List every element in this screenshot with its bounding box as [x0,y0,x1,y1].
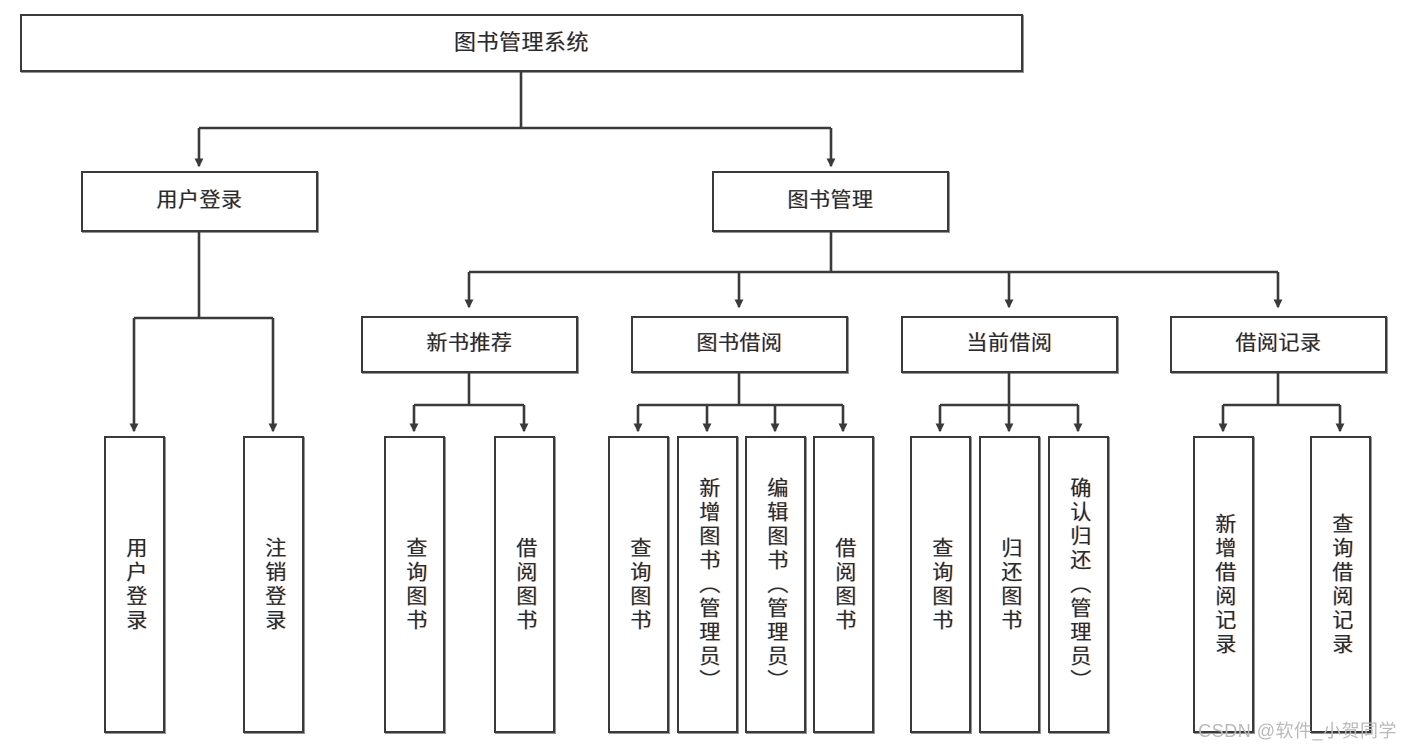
node-leaf-query-book-2[interactable]: 查询图书 [608,436,669,733]
node-leaf-logout-login[interactable]: 注销登录 [243,436,304,733]
node-leaf-add-book-label: 新增图书（管理员） [696,476,720,693]
node-leaf-query-book-3-label: 查询图书 [929,536,953,633]
node-leaf-query-book-2-label: 查询图书 [627,536,651,633]
node-leaf-return-book-label: 归还图书 [998,536,1022,633]
node-leaf-edit-book[interactable]: 编辑图书（管理员） [745,436,806,733]
node-root-label: 图书管理系统 [453,30,589,56]
node-leaf-user-login[interactable]: 用户登录 [104,436,165,733]
node-borrow-record[interactable]: 借阅记录 [1170,316,1387,373]
node-leaf-borrow-book-1[interactable]: 借阅图书 [494,436,555,733]
node-leaf-user-login-label: 用户登录 [123,536,147,633]
node-leaf-borrow-book-2[interactable]: 借阅图书 [813,436,874,733]
node-leaf-add-record-label: 新增借阅记录 [1212,512,1236,657]
node-leaf-logout-login-label: 注销登录 [262,536,286,633]
node-current-borrow[interactable]: 当前借阅 [901,316,1118,373]
node-leaf-edit-book-label: 编辑图书（管理员） [764,476,788,693]
node-leaf-query-book-1[interactable]: 查询图书 [384,436,445,733]
watermark-text: CSDN @软件_小贺同学 [1198,721,1397,741]
node-leaf-add-book[interactable]: 新增图书（管理员） [677,436,738,733]
node-leaf-query-record-label: 查询借阅记录 [1329,512,1353,657]
node-user-login-label: 用户登录 [156,189,243,213]
node-current-borrow-label: 当前借阅 [966,332,1053,356]
node-book-manage-label: 图书管理 [787,189,874,213]
node-book-borrow-label: 图书借阅 [696,332,783,356]
node-borrow-record-label: 借阅记录 [1235,332,1322,356]
node-leaf-query-record[interactable]: 查询借阅记录 [1310,436,1371,733]
node-book-borrow[interactable]: 图书借阅 [631,316,848,373]
node-new-book-recommend-label: 新书推荐 [426,332,513,356]
node-leaf-confirm-return[interactable]: 确认归还（管理员） [1048,436,1109,733]
node-leaf-borrow-book-2-label: 借阅图书 [832,536,856,633]
node-user-login[interactable]: 用户登录 [81,171,318,232]
node-leaf-borrow-book-1-label: 借阅图书 [513,536,537,633]
node-leaf-return-book[interactable]: 归还图书 [979,436,1040,733]
node-leaf-query-book-1-label: 查询图书 [403,536,427,633]
node-leaf-confirm-return-label: 确认归还（管理员） [1067,476,1091,693]
node-leaf-query-book-3[interactable]: 查询图书 [910,436,971,733]
node-root[interactable]: 图书管理系统 [20,14,1023,72]
node-leaf-add-record[interactable]: 新增借阅记录 [1193,436,1254,733]
node-book-manage[interactable]: 图书管理 [712,171,949,232]
node-new-book-recommend[interactable]: 新书推荐 [361,316,578,373]
